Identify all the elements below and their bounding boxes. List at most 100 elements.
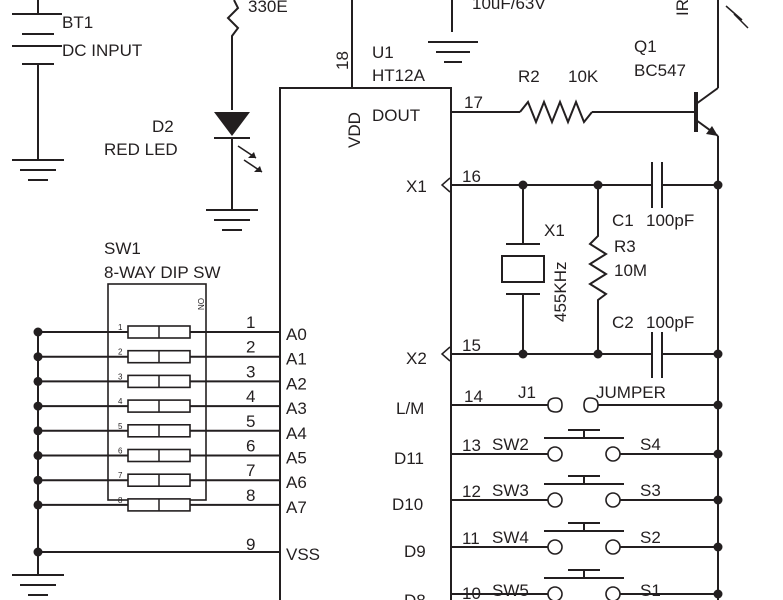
u1-ref: U1 <box>372 43 394 62</box>
d9-pin-label: D9 <box>404 542 426 561</box>
vss-pin-label: VSS <box>286 545 320 564</box>
junction-dot <box>713 589 723 599</box>
d10-pin-number: 12 <box>462 482 481 501</box>
dip-position-number: 1 <box>118 323 123 332</box>
dip-position-number: 6 <box>118 447 123 456</box>
d11-pin-number: 13 <box>462 436 481 455</box>
r3-ref: R3 <box>614 237 636 256</box>
q1-ref: Q1 <box>634 37 657 56</box>
address-pin-label: A6 <box>286 473 307 492</box>
resistor-330e <box>226 0 240 110</box>
ir-led-arrows <box>725 5 749 29</box>
address-pin-number: 4 <box>246 387 255 406</box>
r3-value: 10M <box>614 261 647 280</box>
junction-dot <box>713 449 723 459</box>
dip-position-number: 3 <box>118 372 123 381</box>
junction-dot <box>713 180 723 190</box>
crystal-x1 <box>501 185 545 354</box>
d10-pin-label: D10 <box>392 495 423 514</box>
r2-ref: R2 <box>518 67 540 86</box>
c2-value: 100pF <box>646 313 694 332</box>
q1-part: BC547 <box>634 61 686 80</box>
sw5-ref: SW5 <box>492 581 529 600</box>
x1-value: 455KHz <box>551 262 570 322</box>
junction-dot <box>33 547 43 557</box>
dip-position-number: 2 <box>118 348 123 357</box>
dip-position-number: 4 <box>118 397 123 406</box>
d11-pin-label: D11 <box>394 449 424 468</box>
bt1-ref: BT1 <box>62 13 93 32</box>
junction-dot <box>593 180 603 190</box>
sw4-ref: SW4 <box>492 528 529 547</box>
sw2-label: S4 <box>640 435 661 454</box>
x1-pin-number: 16 <box>462 167 481 186</box>
resistor-r3 <box>588 185 608 354</box>
d8-pin-number: 10 <box>462 584 481 600</box>
dip-position-number: 8 <box>118 496 123 505</box>
address-pin-label: A0 <box>286 325 307 344</box>
address-pin-label: A1 <box>286 350 307 369</box>
address-pin-number: 8 <box>246 486 255 505</box>
led-d2 <box>206 112 263 231</box>
d9-pin-number: 11 <box>462 529 480 548</box>
junction-dot <box>593 349 603 359</box>
vss-pin-number: 9 <box>246 535 255 554</box>
address-pin-label: A4 <box>286 424 307 443</box>
j1-desc: JUMPER <box>596 383 666 402</box>
sw4-label: S2 <box>640 528 661 547</box>
lm-pin-number: 14 <box>464 387 483 406</box>
address-pin-number: 7 <box>246 461 255 480</box>
x1-pin-arrow <box>440 177 451 193</box>
battery-bt1 <box>12 0 64 181</box>
sw3-label: S3 <box>640 481 661 500</box>
x2-pin-label: X2 <box>406 349 427 368</box>
dip-on-label: ON <box>196 298 205 310</box>
x2-pin-arrow <box>440 346 451 362</box>
d2-desc: RED LED <box>104 140 178 159</box>
junction-dot <box>713 349 723 359</box>
vdd-pin-label: VDD <box>345 112 364 148</box>
junction-dot <box>713 495 723 505</box>
junction-dot <box>713 400 723 410</box>
c2-ref: C2 <box>612 313 634 332</box>
resistor-top-value: 330E <box>248 0 288 16</box>
switch-sw4 <box>451 522 718 555</box>
address-pin-number: 1 <box>246 313 255 332</box>
sw3-ref: SW3 <box>492 481 529 500</box>
r2-value: 10K <box>568 67 599 86</box>
junction-dot <box>518 349 528 359</box>
sw2-ref: SW2 <box>492 435 529 454</box>
d2-ref: D2 <box>152 117 174 136</box>
resistor-r2 <box>519 99 593 125</box>
x1-pin-label: X1 <box>406 177 427 196</box>
junction-dot <box>518 180 528 190</box>
address-pin-label: A2 <box>286 374 307 393</box>
bt1-desc: DC INPUT <box>62 41 142 60</box>
address-pin-label: A7 <box>286 498 307 517</box>
transistor-q1 <box>694 87 719 600</box>
dout-pin-number: 17 <box>464 93 483 112</box>
capacitor-10uf <box>428 0 478 63</box>
x1-ref: X1 <box>544 221 565 240</box>
sw5-label: S1 <box>640 581 661 600</box>
dip-position-number: 5 <box>118 422 123 431</box>
switch-sw2 <box>451 429 718 462</box>
x2-pin-number: 15 <box>462 336 481 355</box>
junction-dot <box>713 542 723 552</box>
address-pin-number: 3 <box>246 362 255 381</box>
ic-u1-body <box>279 87 452 600</box>
address-pin-label: A3 <box>286 399 307 418</box>
d8-pin-label-partial: D8 <box>404 591 426 600</box>
dout-pin-label: DOUT <box>372 106 420 125</box>
jumper-j1-contact <box>547 397 563 413</box>
address-pin-number: 2 <box>246 338 255 357</box>
sw1-desc: 8-WAY DIP SW <box>104 263 221 282</box>
switch-sw3 <box>451 475 718 508</box>
address-pin-label: A5 <box>286 449 307 468</box>
c1-value: 100pF <box>646 211 694 230</box>
dip-position-number: 7 <box>118 471 123 480</box>
capacitor-top-value: 10uF/63V <box>472 0 546 13</box>
ir-led-ref-partial: IR <box>673 0 692 16</box>
